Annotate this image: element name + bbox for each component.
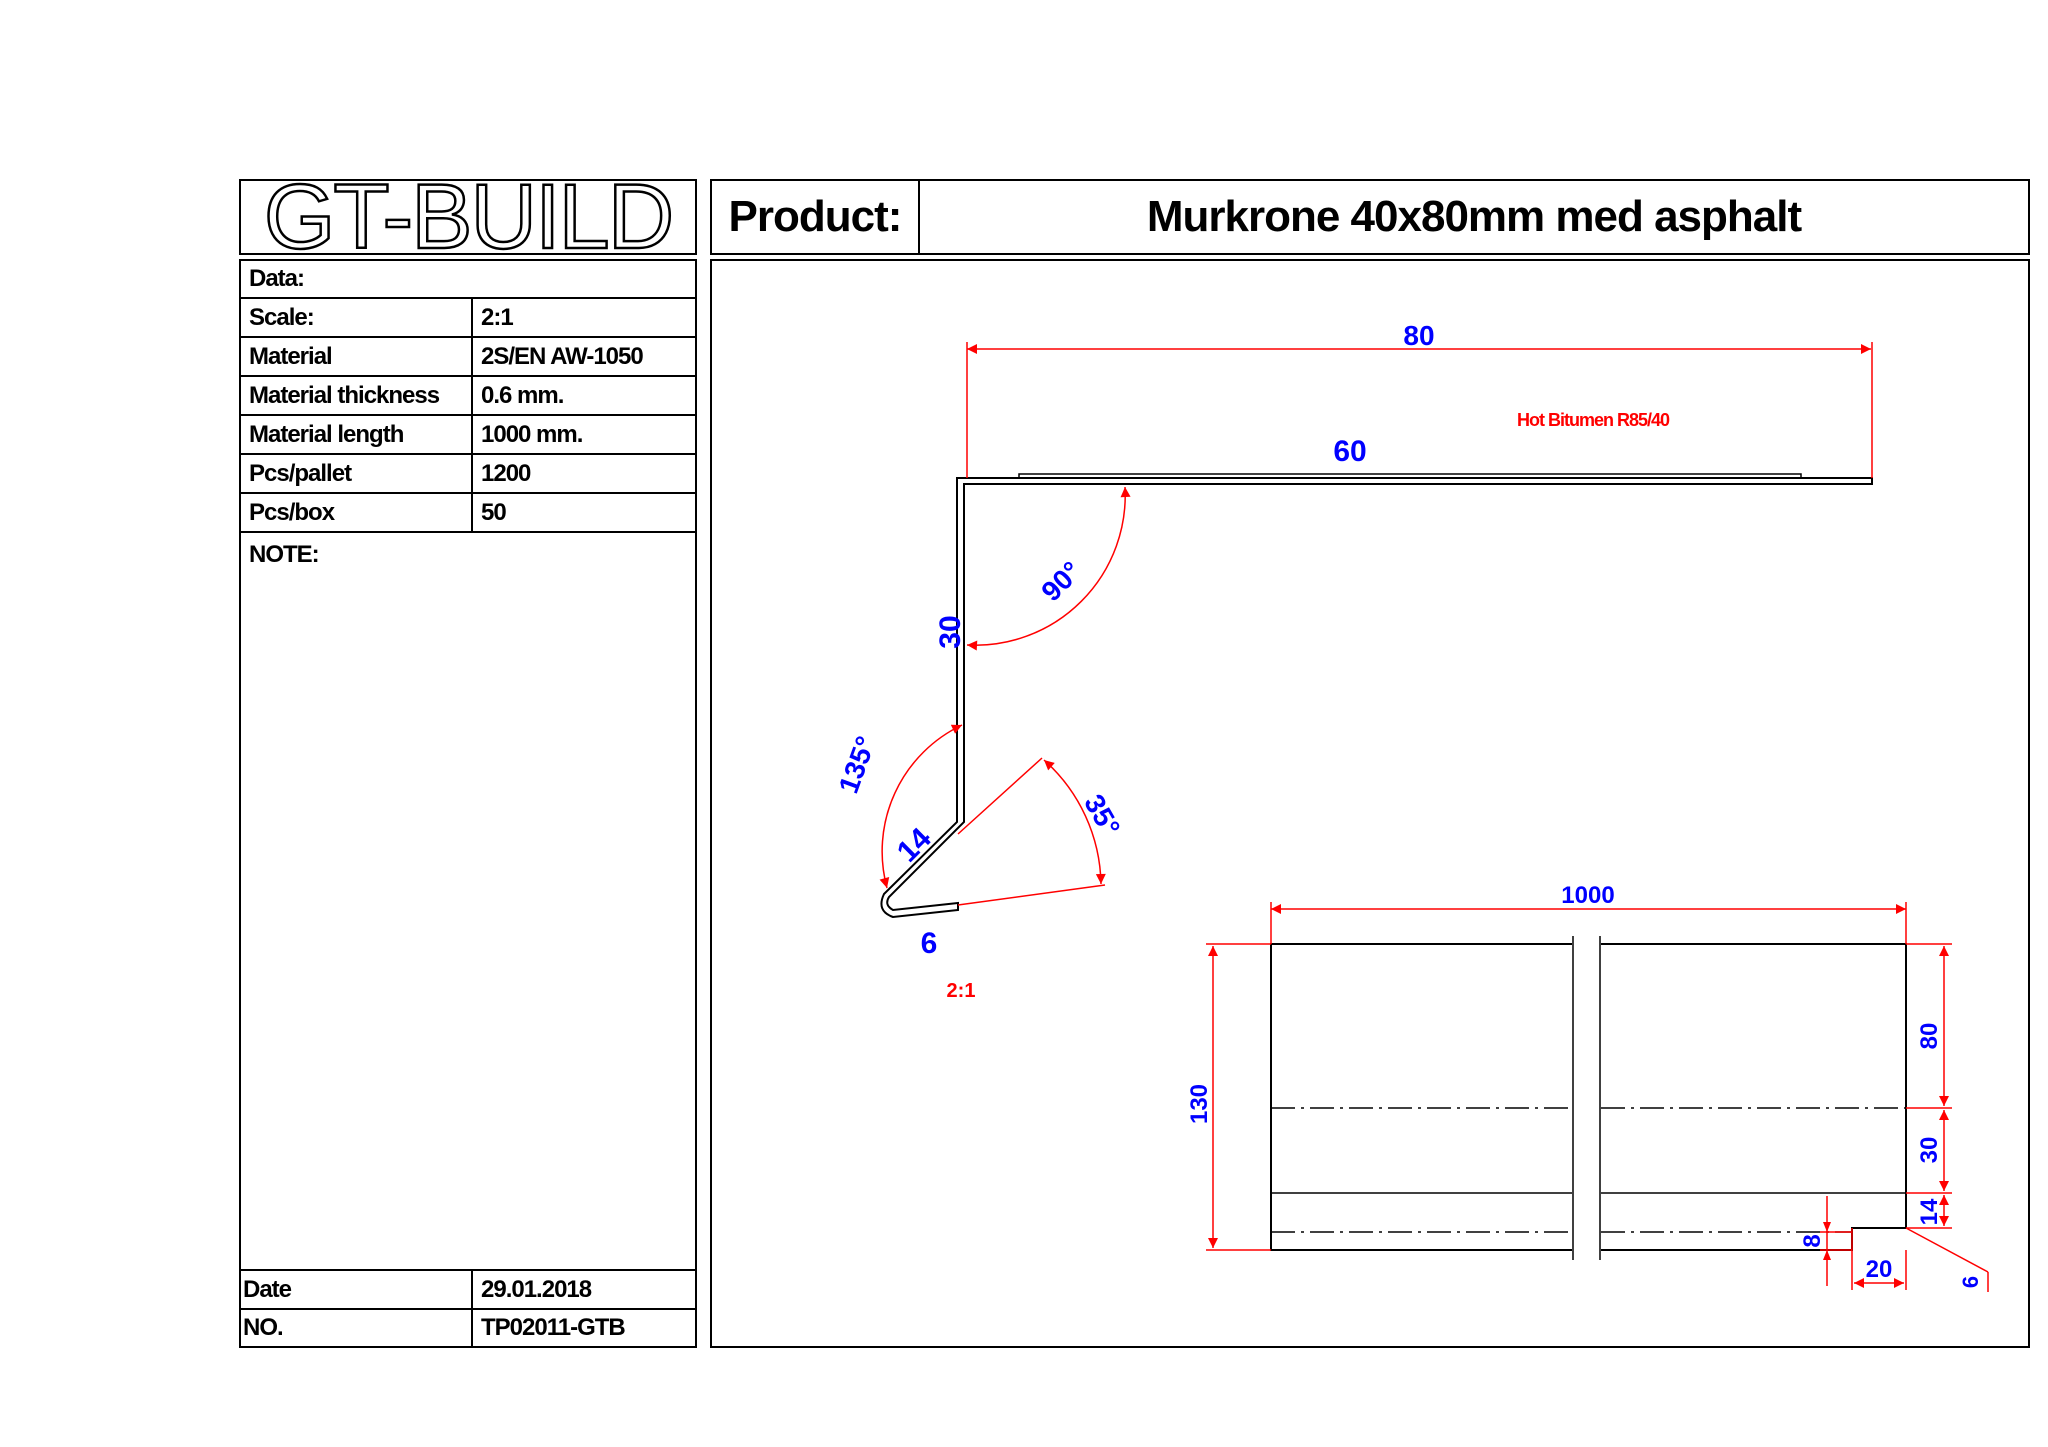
- angle-text-135: 135°: [833, 732, 882, 797]
- product-title: Murkrone 40x80mm med asphalt: [1146, 192, 1802, 241]
- product-label: Product:: [712, 181, 920, 253]
- column-divider: [471, 299, 473, 336]
- angle-arc-135: [879, 724, 963, 889]
- info-label: Material length: [249, 420, 404, 448]
- drawing-frame: [710, 259, 2030, 1348]
- info-row-material: Material 2S/EN AW-1050: [241, 338, 695, 377]
- dim-arrow: [1823, 1222, 1831, 1260]
- info-value: 50: [481, 498, 507, 526]
- info-value: 2S/EN AW-1050: [481, 342, 644, 370]
- dim-text-14: 14: [891, 822, 938, 869]
- angle-text-35: 35°: [1078, 789, 1126, 841]
- dim-text-6-flat: 6: [1958, 1276, 1983, 1288]
- number-label: NO.: [243, 1314, 284, 1341]
- angle-arc-90: [966, 486, 1131, 651]
- info-row-thickness: Material thickness 0.6 mm.: [241, 377, 695, 416]
- info-row-number: NO. TP02011-GTB: [241, 1310, 695, 1346]
- profile-outline: [880, 477, 1873, 919]
- construction-line: [957, 757, 1043, 835]
- dim-text-8: 8: [1799, 1234, 1826, 1247]
- info-row-length: Material length 1000 mm.: [241, 416, 695, 455]
- date-value: 29.01.2018: [481, 1275, 592, 1303]
- column-divider: [471, 338, 473, 375]
- info-label: Pcs/pallet: [249, 459, 352, 487]
- dim-text-80: 80: [1403, 320, 1434, 351]
- dim-text-14-flat: 14: [1916, 1198, 1943, 1225]
- info-label: Data:: [249, 265, 305, 292]
- product-header: Product: Murkrone 40x80mm med asphalt: [710, 179, 2030, 255]
- bitumen-label: Hot Bitumen R85/40: [1517, 410, 1670, 430]
- info-table: Data: Scale: 2:1 Material 2S/EN AW-1050 …: [239, 259, 697, 1348]
- info-label: Material: [249, 342, 333, 370]
- flat-outline-right: [1601, 943, 1907, 1251]
- info-value: 1200: [481, 459, 531, 487]
- bitumen-strip: [1018, 473, 1802, 479]
- dim-text-20: 20: [1866, 1256, 1893, 1283]
- angle-arc-35: [1043, 759, 1106, 885]
- dim-text-80-flat: 80: [1916, 1023, 1943, 1050]
- flat-view: 1000 130 80 30 14 8 20 6: [1186, 882, 1989, 1292]
- company-logo: GT-BUILD: [239, 179, 697, 255]
- profile-section: 80 60 Hot Bitumen R85/40 30 90° 135° 35°…: [833, 320, 1873, 1002]
- info-label: Material thickness: [249, 381, 440, 409]
- note-label: NOTE:: [249, 541, 320, 568]
- profile-scale-label: 2:1: [947, 980, 976, 1002]
- dim-text-30-flat: 30: [1916, 1137, 1943, 1164]
- info-value: 0.6 mm.: [481, 381, 564, 409]
- dim-text-6: 6: [921, 927, 938, 960]
- dim-text-130: 130: [1186, 1084, 1213, 1124]
- flat-outline-left: [1270, 943, 1572, 1251]
- construction-line: [957, 884, 1106, 906]
- column-divider: [471, 377, 473, 414]
- dim-text-30: 30: [934, 615, 967, 648]
- info-row-data: Data:: [241, 261, 695, 299]
- number-value: TP02011-GTB: [481, 1314, 626, 1341]
- column-divider: [471, 416, 473, 453]
- column-divider: [471, 1271, 473, 1308]
- note-area: NOTE:: [241, 533, 695, 1271]
- column-divider: [471, 1310, 473, 1346]
- date-label: Date: [243, 1275, 292, 1303]
- logo-text: GT-BUILD: [263, 179, 676, 255]
- info-row-date: Date 29.01.2018: [241, 1271, 695, 1310]
- dim-text-60: 60: [1333, 435, 1366, 468]
- column-divider: [471, 455, 473, 492]
- info-value: 2:1: [481, 303, 514, 331]
- info-label: Scale:: [249, 303, 315, 331]
- info-value: 1000 mm.: [481, 420, 583, 448]
- dim-text-1000: 1000: [1561, 882, 1614, 909]
- info-row-pcs-box: Pcs/box 50: [241, 494, 695, 533]
- info-row-scale: Scale: 2:1: [241, 299, 695, 338]
- info-label: Pcs/box: [249, 498, 335, 526]
- angle-text-90: 90°: [1035, 555, 1087, 607]
- leader-line: [1905, 1227, 1989, 1273]
- column-divider: [471, 494, 473, 531]
- info-row-pcs-pallet: Pcs/pallet 1200: [241, 455, 695, 494]
